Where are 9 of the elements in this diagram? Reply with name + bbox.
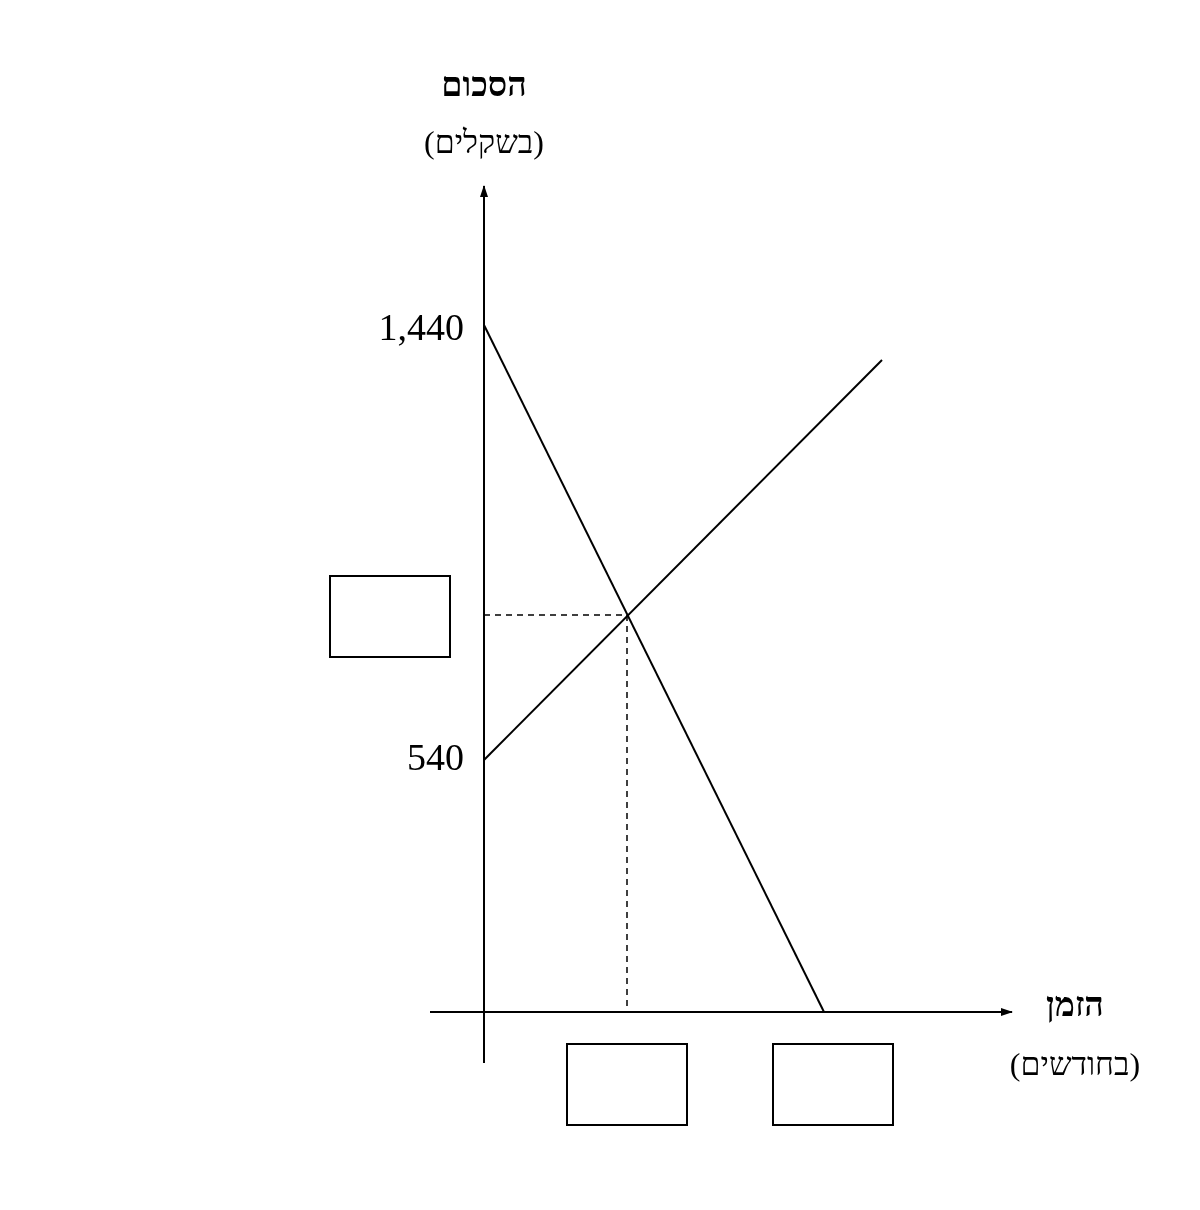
answer-box: [772, 1043, 894, 1126]
axis-title: הזמן: [1045, 988, 1105, 1022]
tick-label: 540: [406, 738, 464, 776]
axis-unit: (בחודשים): [1008, 1048, 1142, 1080]
axis-title: הסכום: [440, 68, 528, 102]
axis-unit: (בשקלים): [423, 126, 545, 158]
tick-label: 1,440: [377, 308, 464, 346]
answer-box: [329, 575, 451, 658]
answer-box: [566, 1043, 688, 1126]
